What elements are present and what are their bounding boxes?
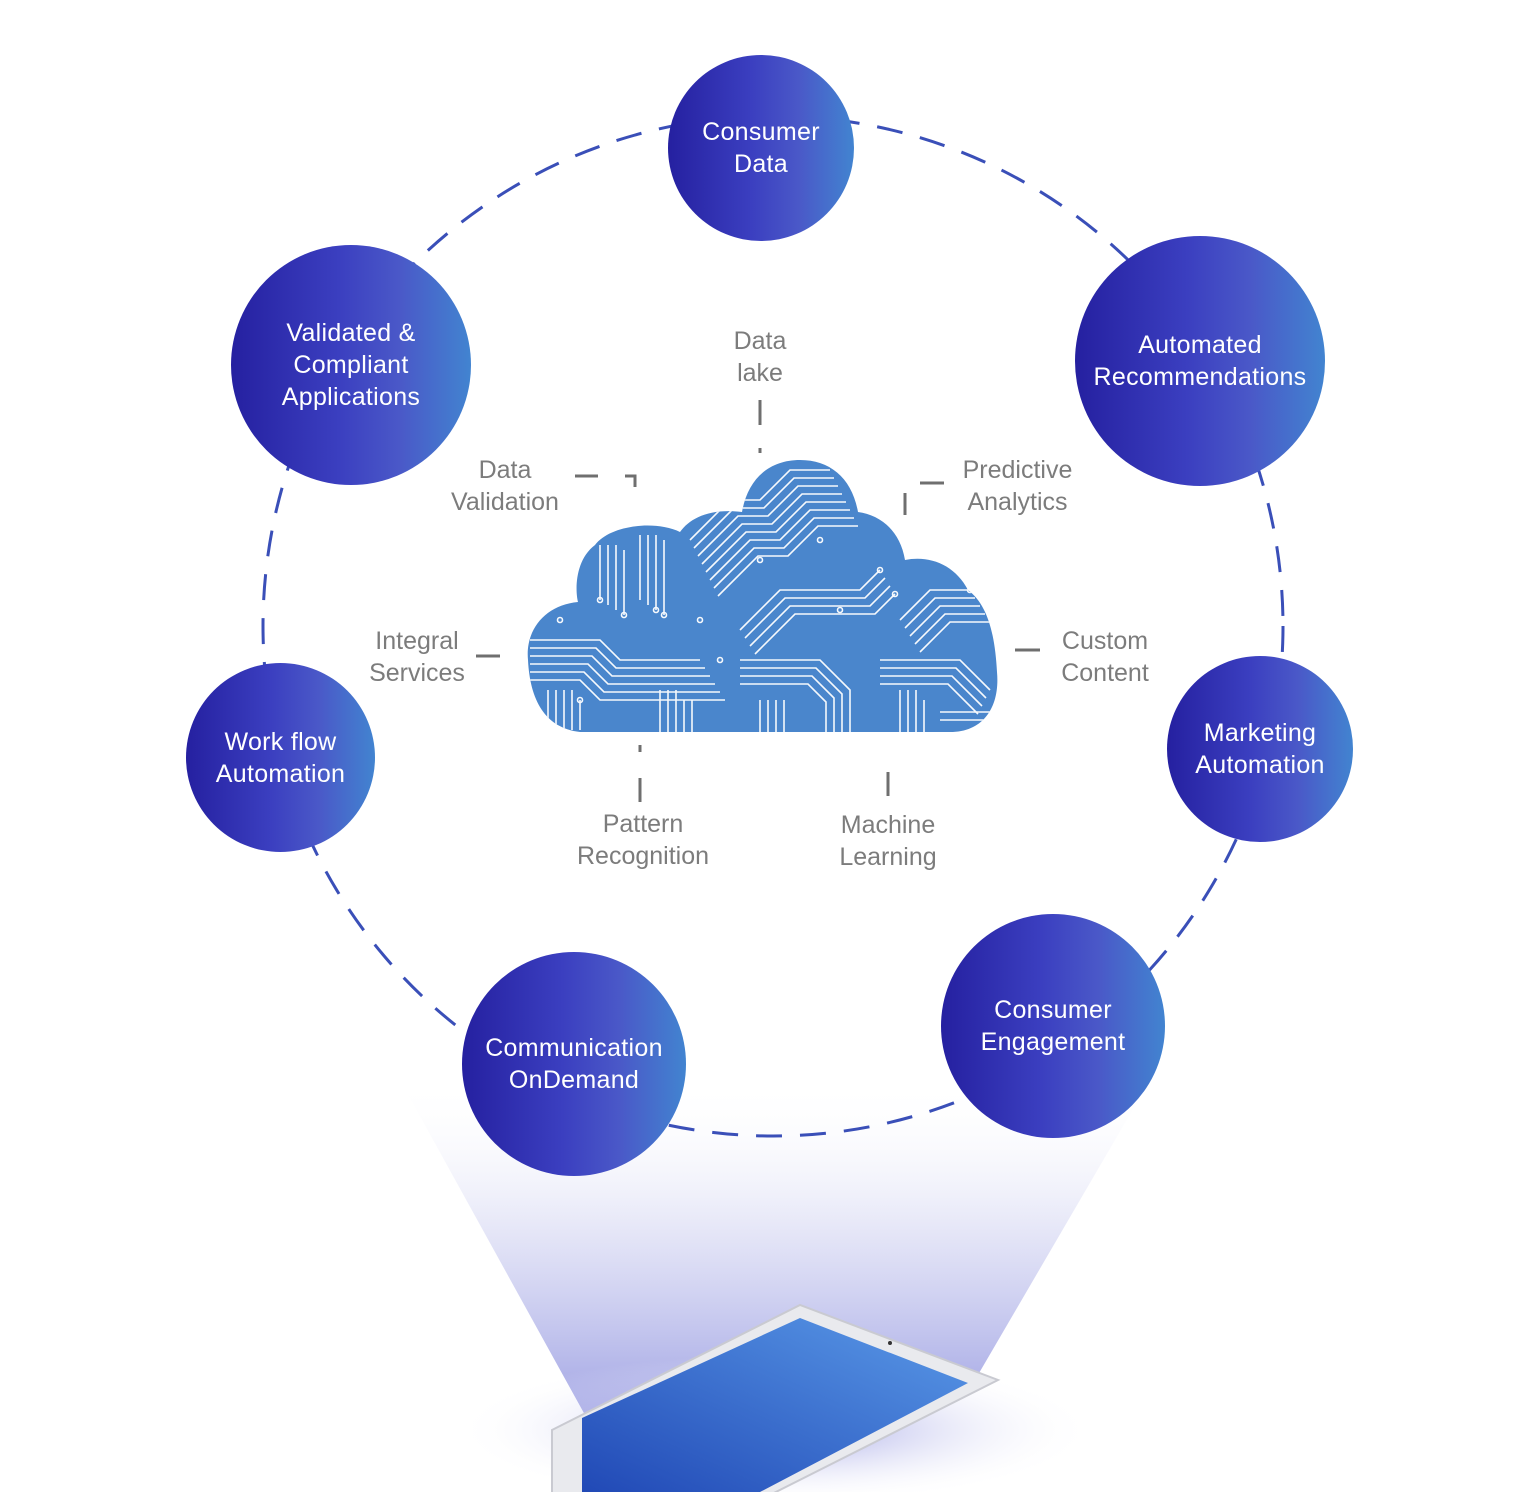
- node-consumer-data[interactable]: Consumer Data: [668, 55, 854, 241]
- dashed-ring: [261, 114, 1285, 1138]
- node-label: Marketing Automation: [1195, 719, 1325, 779]
- tablet-device: [551, 1303, 1001, 1492]
- node-validated-compliant-applications[interactable]: Validated & Compliant Applications: [231, 245, 471, 485]
- node-workflow-automation[interactable]: Work flow Automation: [186, 663, 375, 852]
- node-label: Work flow Automation: [215, 727, 346, 788]
- label-pattern-recognition: Pattern Recognition: [576, 810, 710, 870]
- node-consumer-engagement[interactable]: Consumer Engagement: [941, 914, 1165, 1138]
- label-predictive-analytics: Predictive Analytics: [962, 456, 1073, 516]
- connector-predictive-analytics: [903, 481, 944, 515]
- node-automated-recommendations[interactable]: Automated Recommendations: [1075, 236, 1325, 486]
- node-label: Automated Recommendations: [1093, 331, 1307, 391]
- cloud-connectors: [476, 400, 1040, 802]
- connector-data-validation: [575, 474, 637, 487]
- label-machine-learning: Machine Learning: [839, 811, 937, 871]
- node-label: Communication OnDemand: [485, 1034, 663, 1094]
- label-custom-content: Custom Content: [1061, 627, 1149, 687]
- node-marketing-automation[interactable]: Marketing Automation: [1167, 656, 1353, 842]
- label-data-validation: Data Validation: [451, 456, 559, 516]
- node-label: Consumer Data: [702, 118, 820, 178]
- label-integral-services: Integral Services: [369, 627, 465, 687]
- node-label: Consumer Engagement: [980, 996, 1126, 1056]
- label-data-lake: Data lake: [733, 327, 787, 387]
- node-label: Validated & Compliant Applications: [281, 319, 421, 411]
- node-communication-ondemand[interactable]: Communication OnDemand: [462, 952, 686, 1176]
- circuit-cloud-icon: [527, 460, 998, 732]
